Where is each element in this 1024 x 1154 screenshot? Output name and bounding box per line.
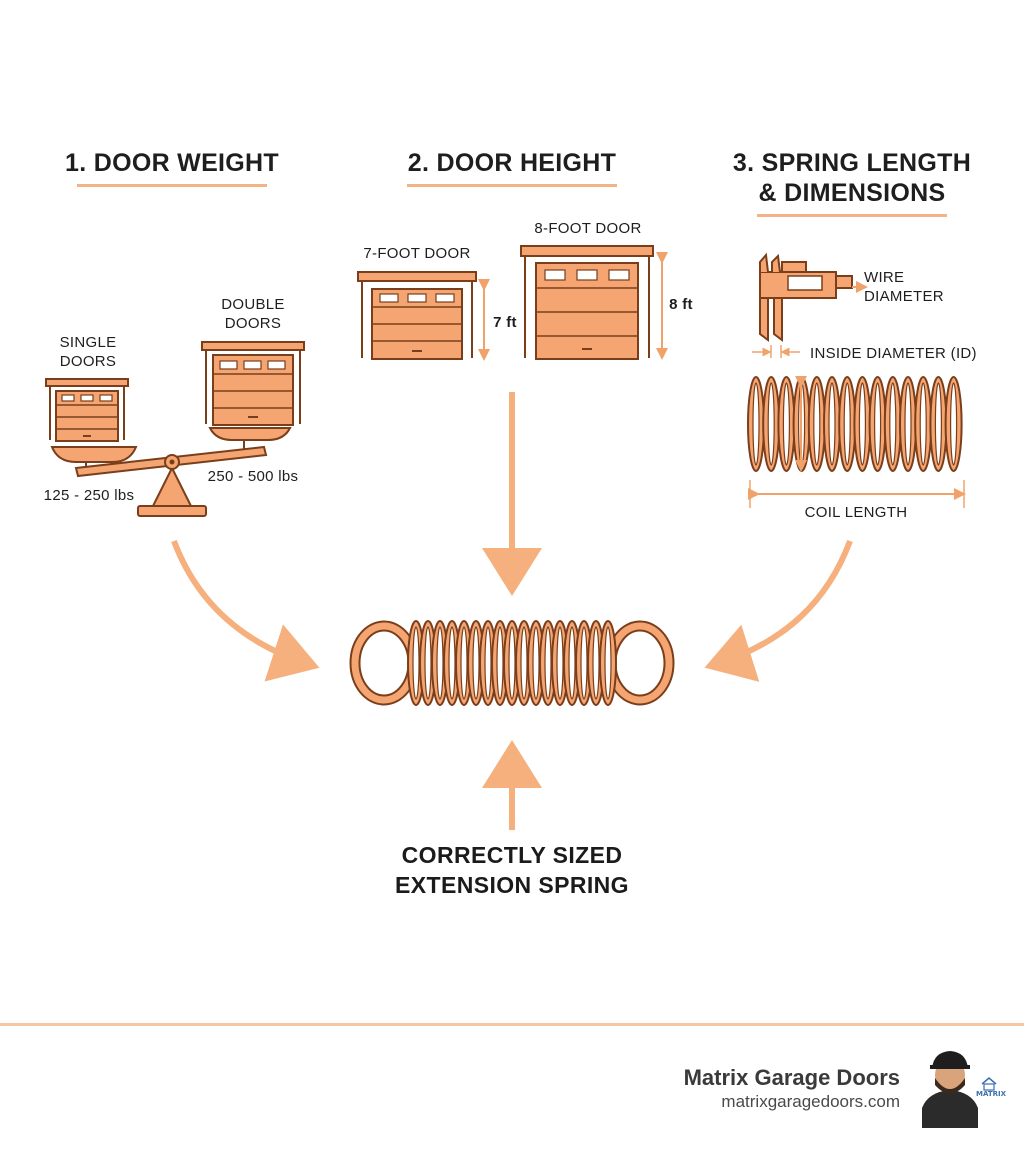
spring-dimensions-heading: 3. SPRING LENGTH & DIMENSIONS [722,148,982,217]
side-spring-coil-inner [828,382,836,466]
side-spring-coil-inner [889,382,897,466]
side-spring-coil-inner [873,382,882,466]
side-spring-coil-inner [934,382,943,466]
flow-arrows [171,392,853,830]
spring-coil-inner [412,626,420,700]
seven-foot-door-icon [357,271,477,360]
side-spring-coil-inner [904,382,912,466]
wire-diameter-marker [752,345,800,358]
brand-name: Matrix Garage Doors [683,1065,900,1090]
seesaw-scale-icon [45,341,305,517]
eight-foot-dimension: 8 ft [669,296,693,313]
double-weight-range: 250 - 500 lbs [207,468,299,485]
double-doors-label: DOUBLE DOORS [221,296,285,332]
extension-spring-icon [349,620,675,706]
single-garage-door-icon [45,378,129,442]
wire-diameter-label: WIRE DIAMETER [864,269,944,305]
spring-coil-inner [556,626,564,700]
coil-spring-side-icon [747,376,963,472]
seven-foot-dimension: 7 ft [493,314,517,331]
side-spring-coil-inner [949,382,958,466]
single-doors-label: SINGLE DOORS [59,334,117,370]
eight-foot-door-label: 8-FOOT DOOR [534,220,642,237]
side-spring-coil-inner [813,382,821,466]
side-spring-coil-inner [858,382,867,466]
double-garage-door-icon [201,341,305,426]
spring-coil-inner [436,626,444,700]
spring-coil-inner [424,626,432,700]
spring-coil-inner [484,626,492,700]
result-label: CORRECTLY SIZED EXTENSION SPRING [395,842,629,898]
spring-coil-inner [568,626,576,700]
logo-text: MATRIX [976,1090,1007,1098]
side-spring-coil-inner [767,382,775,466]
eight-foot-door-icon [520,245,654,360]
door-height-heading: 2. DOOR HEIGHT [392,148,632,187]
spring-coil-inner [544,626,552,700]
single-weight-range: 125 - 250 lbs [43,487,135,504]
door-weight-heading: 1. DOOR WEIGHT [52,148,292,187]
spring-coil-inner [496,626,504,700]
spring-coil-inner [448,626,456,700]
spring-coil-inner [604,626,612,700]
coil-length-label: COIL LENGTH [804,504,908,521]
spring-coil-inner [460,626,468,700]
dimensions-to-spring-arrow [704,539,853,682]
inside-diameter-label: INSIDE DIAMETER (ID) [810,345,977,362]
side-spring-coil-inner [752,382,760,466]
footer-divider [0,1023,1024,1026]
avatar [922,1051,978,1128]
weight-to-spring-arrow [171,539,320,682]
caliper-icon [759,252,868,342]
spring-coil-inner [592,626,600,700]
brand-url: matrixgaragedoors.com [721,1092,900,1111]
seven-foot-door-label: 7-FOOT DOOR [363,245,471,262]
spring-coil-inner [532,626,540,700]
side-spring-coil-inner [782,382,791,466]
spring-coil-inner [520,626,528,700]
spring-coil-inner [472,626,480,700]
coil-length-arrow [748,480,966,508]
side-spring-coil-inner [919,382,927,466]
company-logo-icon [981,1077,997,1091]
spring-coil-inner [508,626,516,700]
side-spring-coil-inner [843,382,851,466]
spring-coil-inner [580,626,588,700]
